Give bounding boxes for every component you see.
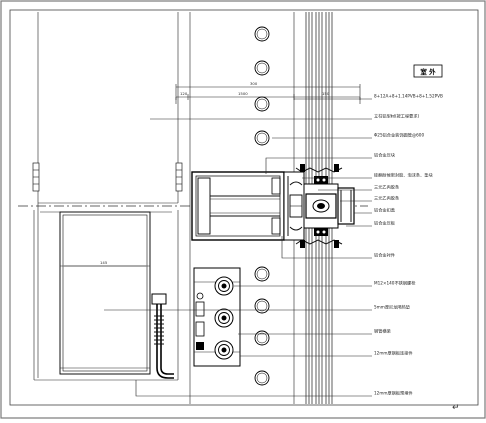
callout-label-c2: 立柱铝型材(按工程要求) [374,113,420,120]
bolt-2 [214,308,234,328]
decorative-round-tube [254,370,270,386]
callout-label-c9: 铝合金压板 [374,220,396,227]
dim-top-seg-1: 120 [180,91,188,96]
concrete-slab [32,12,183,204]
decorative-round-tube [254,96,270,112]
callout-label-c1: 8+12A+8+1.14PVB+8+1.52PVB [374,94,443,99]
callout-label-c7: 三元乙丙胶条 [374,195,400,202]
callout-label-c3: Φ25铝合金装饰圆管@600 [374,132,424,139]
decorative-round-tube [254,298,270,314]
left-plate-bolts [195,292,205,350]
decorative-round-tube [254,26,270,42]
bolt-1 [214,276,234,296]
callout-label-c4: 铝合金压块 [374,152,396,159]
bolt-3 [214,340,234,360]
callout-labels: 8+12A+8+1.14PVB+8+1.52PVB 立柱铝型材(按工程要求) Φ25… [374,94,443,397]
cavity-dimension: 145 [64,260,146,267]
sealant-details [300,164,339,248]
cursor-icon: ↵ [452,403,460,413]
aluminum-mullion-profile [191,171,305,241]
drawing-sheet-border [9,9,479,406]
decorative-tube-column [254,26,270,386]
callout-label-c12: 5mm厚尼龙隔热垫 [374,304,411,311]
callout-label-c8: 铝合金扣盖 [374,207,395,214]
callout-label-c15: 12mm厚钢板预埋件 [374,390,413,397]
outdoor-tag: 室 外 [413,64,443,78]
outdoor-tag-label: 室 外 [420,67,436,76]
callout-label-c6: 三元乙丙胶条 [374,184,400,191]
callout-leaders [104,98,372,397]
anchor-bolt-assembly [151,293,174,379]
callout-label-c11: M12×140不锈钢螺栓 [374,280,416,287]
decorative-round-tube [254,130,270,146]
decorative-round-tube [254,330,270,346]
dim-top-seg-3: 150 [322,91,330,96]
callout-label-c5: 硅酮耐候密封胶、泡沫条、垫块 [374,172,433,179]
steel-connection-plate [193,267,241,367]
callout-label-c14: 12mm厚钢板连接件 [374,350,413,357]
decorative-round-tube [254,60,270,76]
pressure-plate-and-cap [295,167,355,245]
steel-beam-section [33,203,179,381]
cavity-depth-label: 145 [100,260,108,265]
dim-top-total: 300 [250,81,258,86]
dim-top-seg-2: 1500 [238,91,248,96]
callout-label-c13: 钢管横梁 [374,328,392,335]
top-dimension-chain: 300 120 1500 150 [175,81,361,104]
decorative-round-tube [254,266,270,282]
callout-label-c10: 铝合金衬件 [374,252,395,259]
